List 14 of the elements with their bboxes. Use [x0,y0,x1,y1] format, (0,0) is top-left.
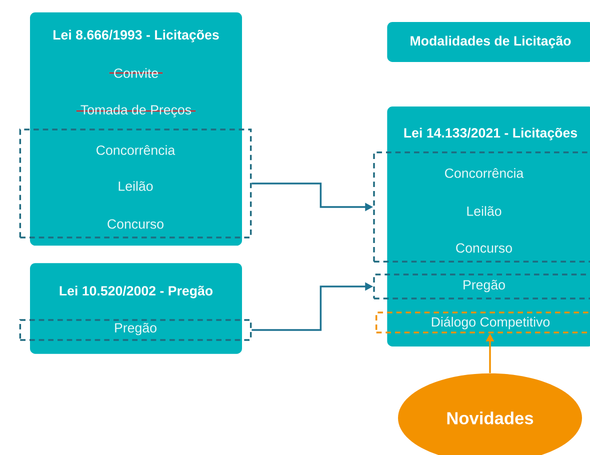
heading: Lei 10.520/2002 - Pregão [60,286,213,298]
list-item: Concorrência [445,168,524,178]
list-item: Leilão [118,181,153,191]
list-item: Concurso [108,219,164,229]
heading: Lei 14.133/2021 - Licitações [404,128,578,140]
heading: Lei 8.666/1993 - Licitações [54,30,219,42]
list-item: Pregão [464,280,505,292]
list-item: Concurso [456,243,512,253]
heading: Modalidades de Licitação [410,36,571,48]
list-item: Concorrência [96,145,176,155]
ellipse-label: Novidades [447,412,534,424]
list-item: Diálogo Competitivo [432,316,550,330]
list-item: Leilão [467,206,502,216]
list-item: Pregão [115,322,156,336]
